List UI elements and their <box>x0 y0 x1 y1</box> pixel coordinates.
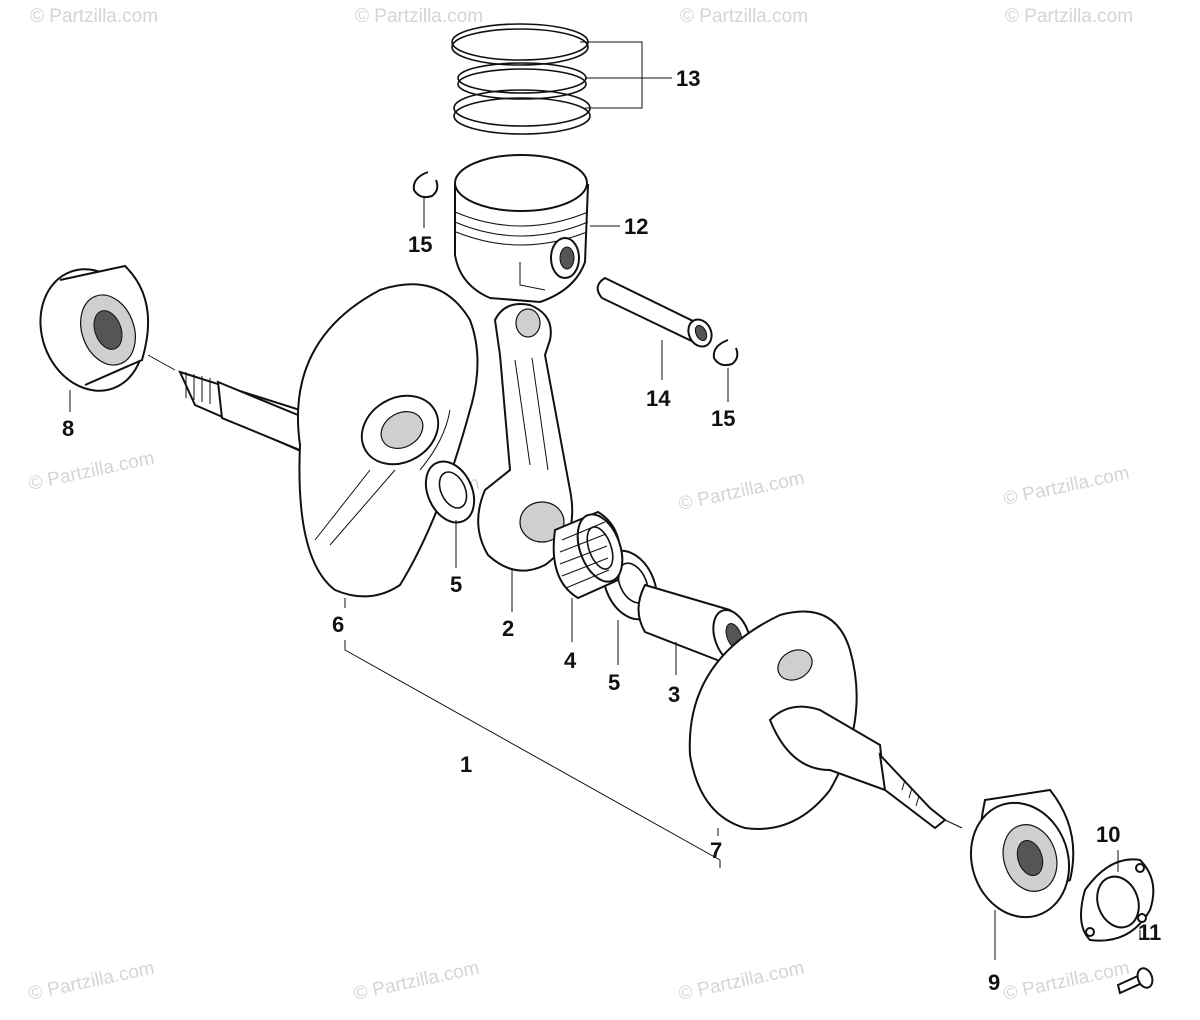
watermark: © Partzilla.com <box>677 958 807 1005</box>
callout-8: 8 <box>62 416 74 441</box>
callouts: 1 2 3 4 5 5 6 7 8 9 10 11 12 13 14 15 15 <box>62 66 1161 995</box>
callout-5: 5 <box>450 572 462 597</box>
callout-11: 11 <box>1138 920 1161 945</box>
callout-1: 1 <box>460 752 472 777</box>
piston[interactable] <box>454 154 590 304</box>
watermark: © Partzilla.com <box>352 958 482 1005</box>
leader-lines <box>69 41 1141 960</box>
piston-pin[interactable] <box>596 276 716 350</box>
callout-2: 2 <box>502 616 514 641</box>
callout-7: 7 <box>710 838 722 863</box>
watermark: © Partzilla.com <box>27 958 157 1005</box>
piston-rings[interactable] <box>451 23 591 135</box>
right-crank-half[interactable] <box>688 610 947 830</box>
retaining-plate[interactable] <box>1080 858 1155 942</box>
watermark: © Partzilla.com <box>1002 958 1132 1005</box>
callout-13: 13 <box>676 66 700 91</box>
callout-4: 4 <box>564 648 577 673</box>
watermark: © Partzilla.com <box>680 6 808 27</box>
needle-bearing[interactable] <box>552 508 631 600</box>
connecting-rod[interactable] <box>477 303 574 572</box>
left-crank-half[interactable] <box>178 283 479 598</box>
callout-10: 10 <box>1096 822 1120 847</box>
callout-5: 5 <box>608 670 620 695</box>
callout-9: 9 <box>988 970 1000 995</box>
watermarks: © Partzilla.com © Partzilla.com © Partzi… <box>27 6 1133 1005</box>
watermark: © Partzilla.com <box>677 468 807 515</box>
watermark: © Partzilla.com <box>355 6 483 27</box>
piston-pin-clip-left[interactable] <box>412 171 439 199</box>
callout-15: 15 <box>408 232 432 257</box>
watermark: © Partzilla.com <box>30 6 158 27</box>
watermark: © Partzilla.com <box>27 448 157 495</box>
watermark: © Partzilla.com <box>1005 6 1133 27</box>
screw[interactable] <box>1116 966 1155 995</box>
callout-15: 15 <box>711 406 735 431</box>
callout-12: 12 <box>624 214 648 239</box>
callout-3: 3 <box>668 682 680 707</box>
thrust-washer-left[interactable] <box>417 454 484 531</box>
left-oil-seal[interactable] <box>24 255 160 406</box>
piston-pin-clip-right[interactable] <box>712 339 739 367</box>
callout-6: 6 <box>332 612 344 637</box>
callout-14: 14 <box>646 386 671 411</box>
watermark: © Partzilla.com <box>1002 463 1132 510</box>
right-oil-seal[interactable] <box>956 788 1083 930</box>
